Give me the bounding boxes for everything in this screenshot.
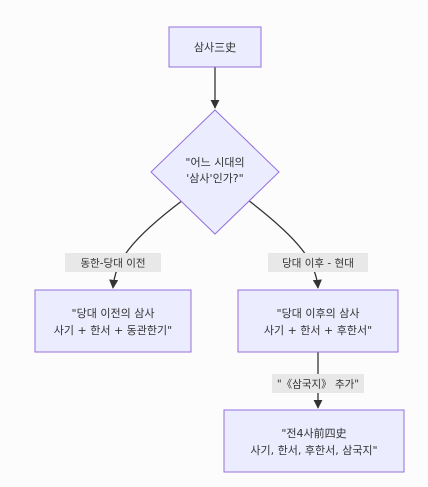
node-decision-line1: "어느 시대의 (185, 156, 244, 169)
node-decision-line2: '삼사'인가?" (186, 172, 243, 185)
node-early: "당대 이전의 삼사 사기 + 한서 + 동관한기" (34, 289, 192, 353)
edges (109, 67, 323, 409)
node-decision: "어느 시대의 '삼사'인가?" (150, 109, 280, 235)
edge-label-late: 당대 이후 - 현대 (268, 253, 368, 272)
node-four-line1: "전4사前四史 (281, 426, 346, 440)
node-root: 삼사三史 (168, 26, 262, 68)
edge-label-add-text: "《삼국지》 추가" (277, 379, 359, 391)
edge-decision-to-late (247, 199, 322, 289)
edge-label-early-text: 동한-당대 이전 (80, 258, 145, 270)
node-late: "당대 이후의 삼사 사기 + 한서 + 후한서" (237, 289, 399, 353)
node-late-line1: "당대 이후의 삼사 (277, 307, 360, 320)
node-early-line2: 사기 + 한서 + 동관한기" (54, 324, 172, 337)
node-early-line1: "당대 이전의 삼사 (72, 307, 155, 320)
edge-label-add: "《삼국지》 추가" (272, 374, 364, 393)
node-four-line2: 사기, 한서, 후한서, 삼국지" (250, 444, 377, 457)
edge-label-early: 동한-당대 이전 (65, 253, 161, 272)
node-late-line2: 사기 + 한서 + 후한서" (264, 324, 372, 337)
edge-decision-to-early (109, 199, 184, 289)
node-four: "전4사前四史 사기, 한서, 후한서, 삼국지" (223, 409, 405, 473)
edge-label-late-text: 당대 이후 - 현대 (282, 258, 354, 270)
node-root-label: 삼사三史 (194, 41, 236, 54)
